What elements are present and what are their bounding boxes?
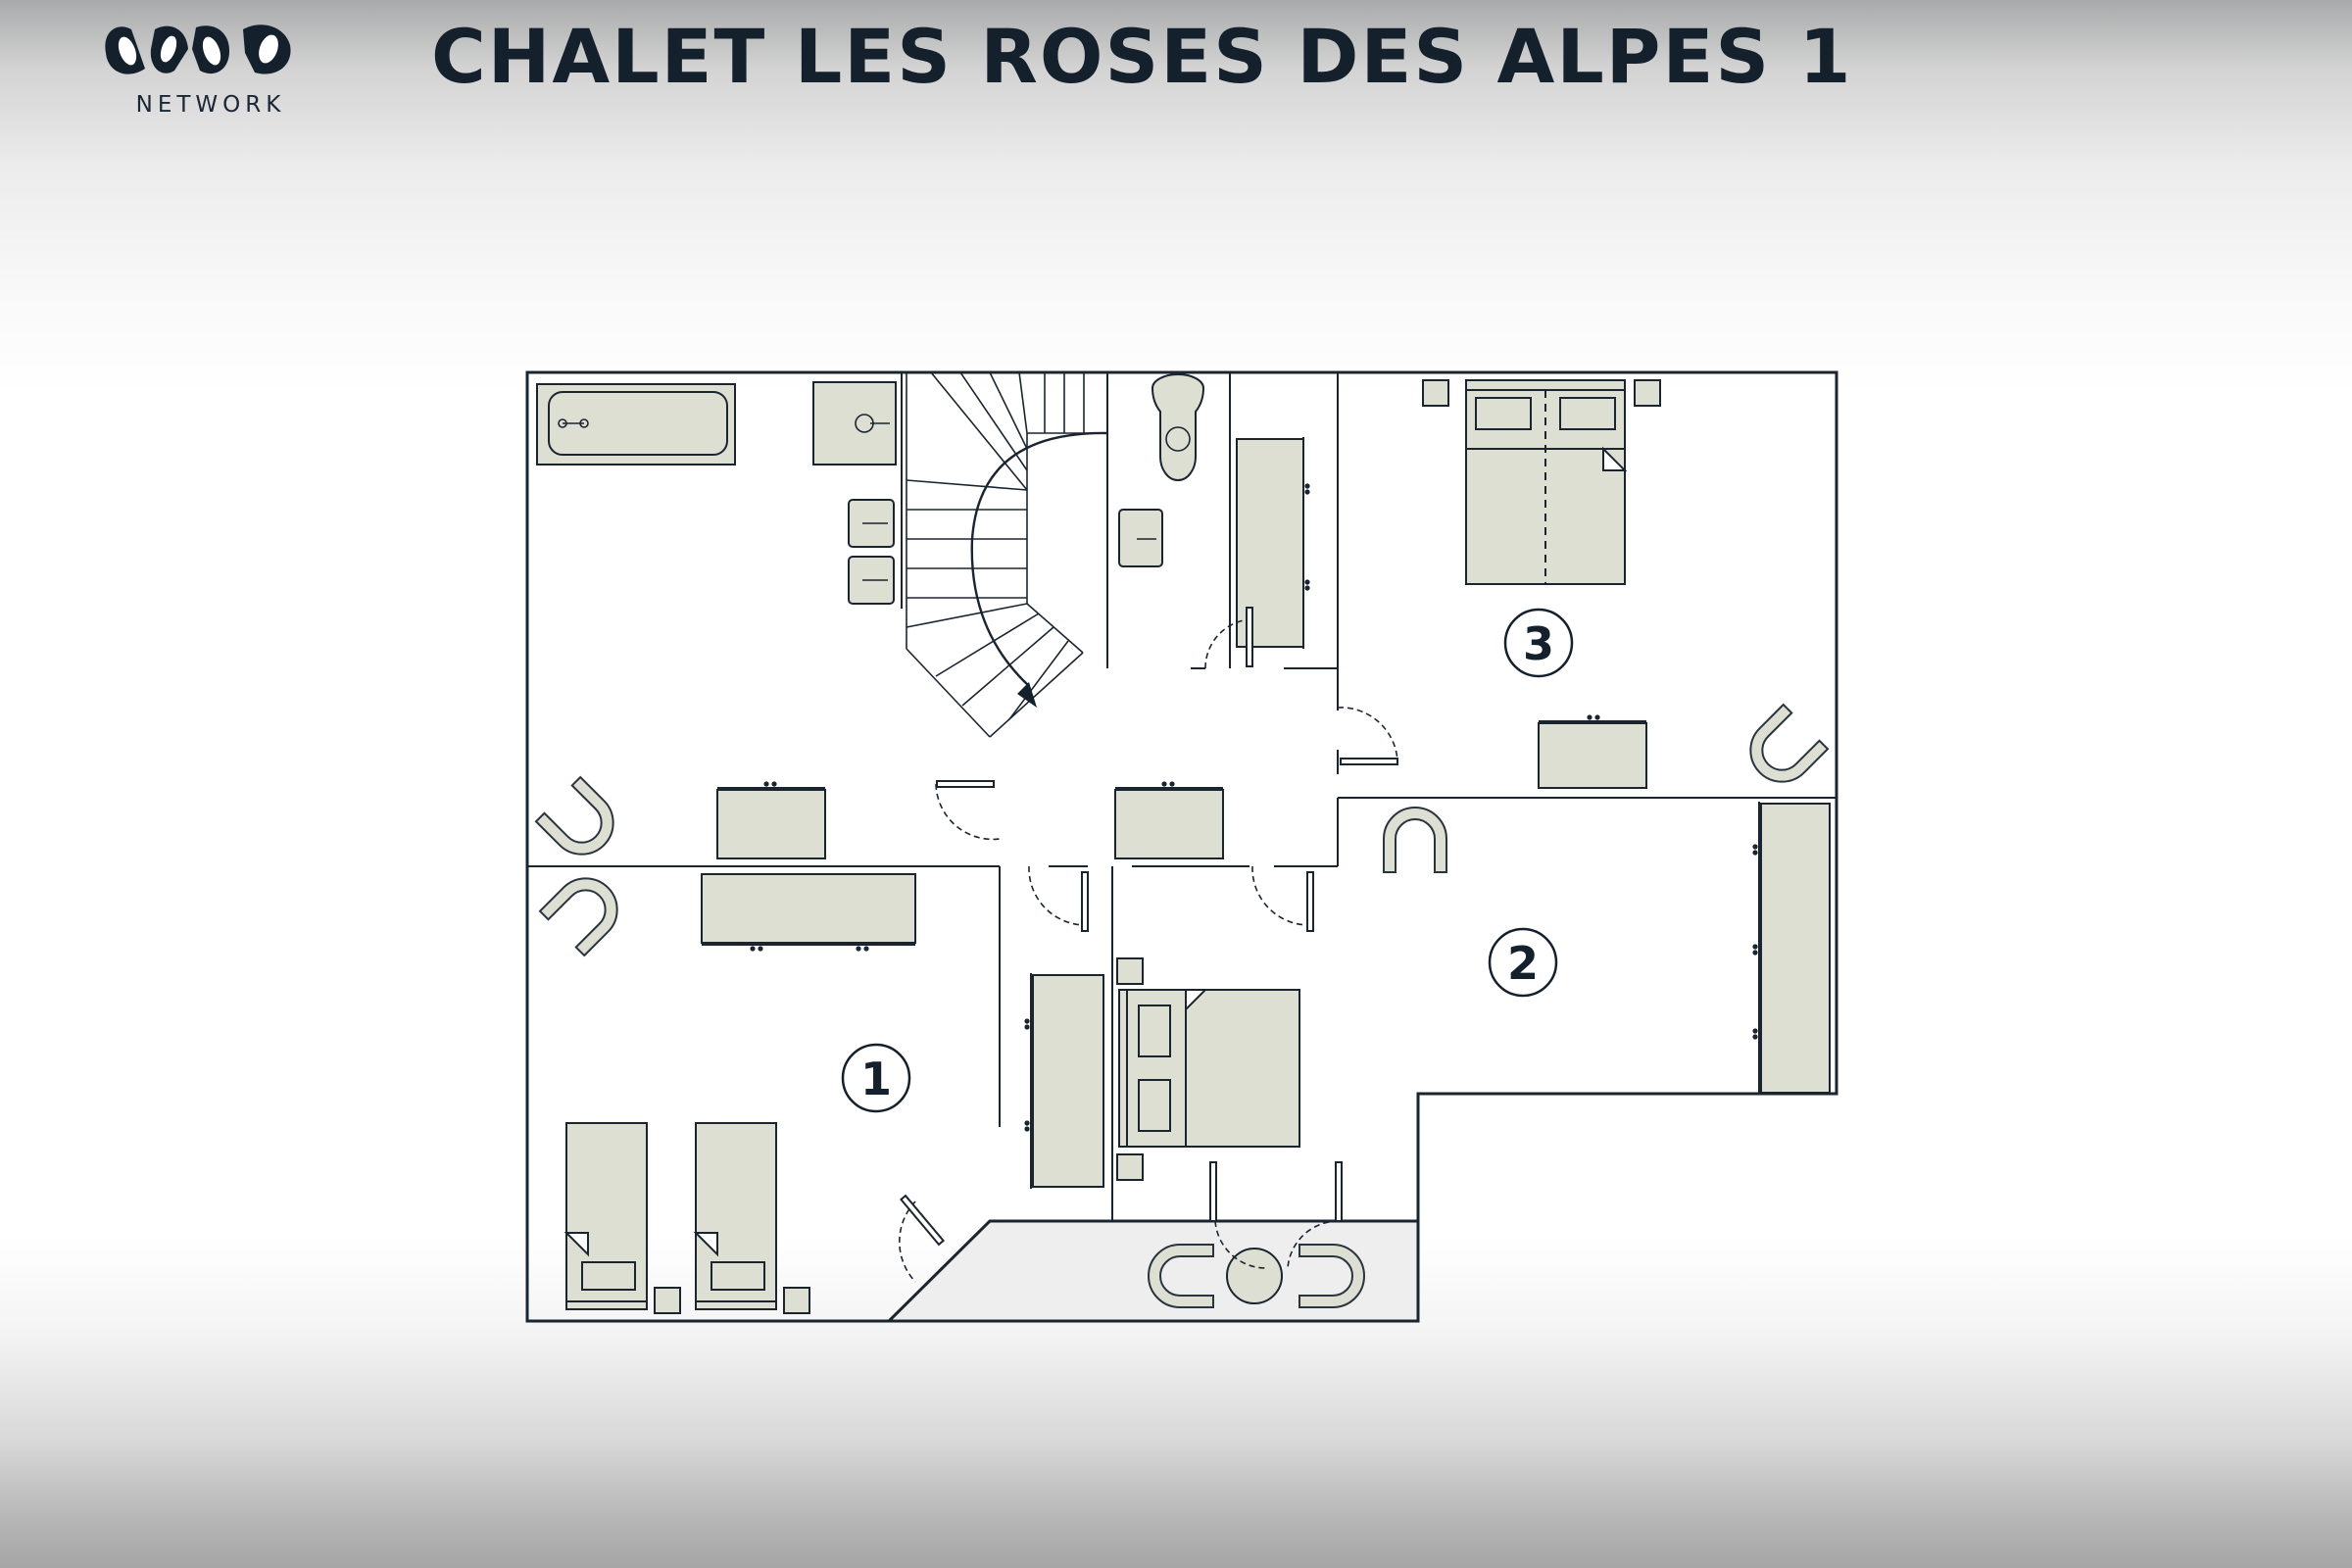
room-marker-3: 3: [1503, 608, 1574, 678]
bathroom-fixtures: [536, 373, 1205, 605]
wardrobes: [701, 438, 1831, 1188]
brand-name: NETWORK: [135, 92, 286, 118]
balcony-table: [1226, 1248, 1283, 1304]
door-swings: [899, 618, 1398, 1283]
floor-plan: 1 2 3: [525, 370, 1838, 1323]
room-marker-1: 1: [841, 1043, 911, 1113]
bed-room-2-details: [1126, 990, 1187, 1147]
bed-room-3: [1422, 379, 1661, 585]
logo-mark-icon: [105, 24, 291, 74]
room-number-1: 1: [860, 1053, 892, 1105]
room-marker-2: 2: [1488, 927, 1558, 998]
bathroom-details: [558, 414, 1191, 581]
wardrobe-handles: [750, 483, 1758, 1132]
room-number-3: 3: [1523, 617, 1554, 670]
door-leaves: [900, 607, 1398, 1247]
bed-room-3-details: [1466, 389, 1625, 584]
onoo-network-logo: NETWORK: [98, 10, 323, 125]
outer-walls: [525, 370, 1838, 1323]
staircase: [906, 371, 1108, 738]
interior-walls: [527, 372, 1837, 1221]
beds-room-1: [564, 1122, 810, 1314]
room-number-2: 2: [1507, 937, 1539, 990]
page-title: CHALET LES ROSES DES ALPES 1: [431, 13, 1853, 100]
wardrobe-edges: [702, 437, 1760, 1189]
stair-arrow-icon: [1017, 682, 1037, 708]
bed-room-2: [1116, 957, 1300, 1181]
